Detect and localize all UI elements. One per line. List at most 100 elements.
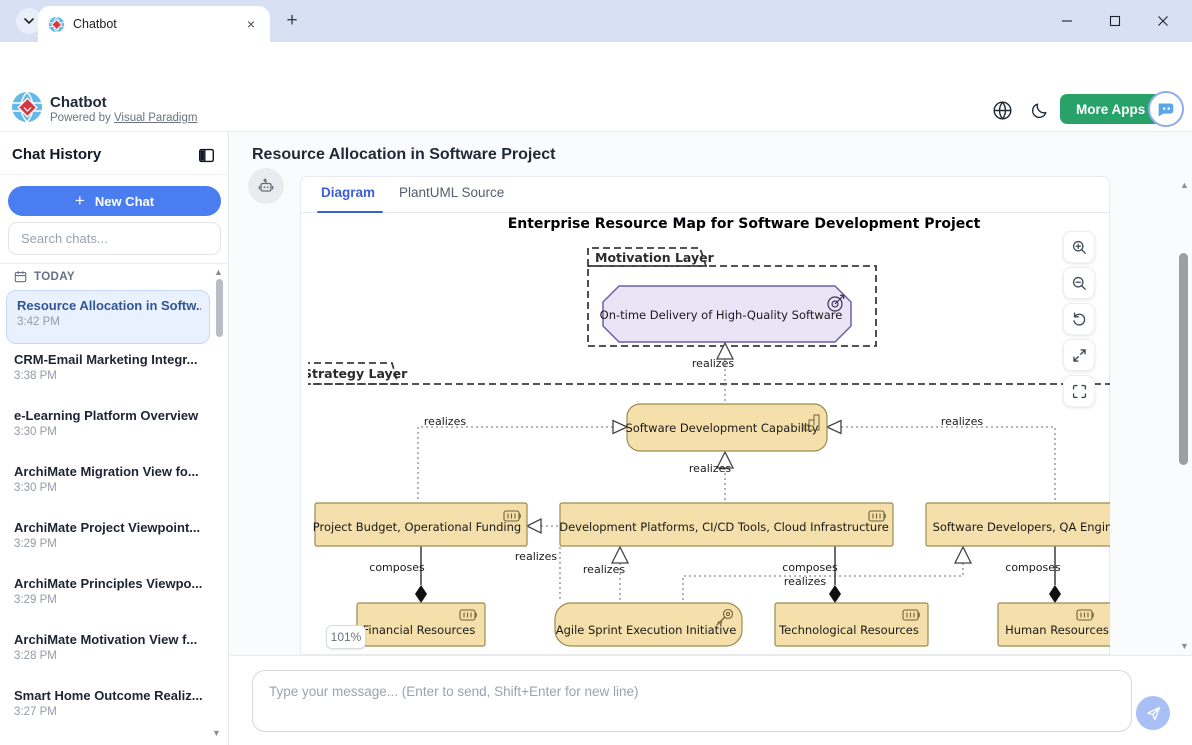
- edge-labels: realizes realizes realizes realizes real…: [369, 357, 1061, 588]
- window-minimize-button[interactable]: [1054, 8, 1080, 34]
- node-financial-resources: Financial Resources: [356, 602, 486, 647]
- sidebar-divider: [0, 174, 229, 175]
- chat-list-item[interactable]: ArchiMate Motivation View f... 3:28 PM: [0, 624, 214, 680]
- more-apps-button[interactable]: More Apps: [1060, 94, 1162, 124]
- browser-tab-chatbot[interactable]: Chatbot ×: [38, 6, 270, 42]
- main-scrollbar-thumb[interactable]: [1179, 253, 1188, 465]
- diagram-zoom-in-button[interactable]: [1063, 231, 1095, 263]
- chat-item-title: ArchiMate Principles Viewpo...: [14, 576, 203, 591]
- chatbot-avatar-icon[interactable]: [1148, 91, 1184, 127]
- chat-item-title: ArchiMate Motivation View f...: [14, 632, 198, 647]
- diagram-zoom-out-button[interactable]: [1063, 267, 1095, 299]
- sidebar-scroll-down-arrow[interactable]: ▼: [212, 728, 221, 738]
- edge-label-realizes: realizes: [583, 563, 625, 576]
- chat-item-time: 3:38 PM: [14, 370, 57, 382]
- node-project-budget: Project Budget, Operational Funding: [313, 502, 528, 547]
- diagram-title: Enterprise Resource Map for Software Dev…: [508, 216, 981, 232]
- diagram-tab-bar: Diagram PlantUML Source: [301, 177, 1109, 213]
- chat-list-item[interactable]: Smart Home Outcome Realiz... 3:27 PM: [0, 680, 214, 736]
- motivation-layer-label: Motivation Layer: [595, 250, 715, 265]
- chat-item-title: ArchiMate Migration View fo...: [14, 464, 199, 479]
- zoom-level-badge: 101%: [326, 625, 366, 649]
- chat-item-time: 3:28 PM: [14, 650, 57, 662]
- diagram-fullscreen-button[interactable]: [1063, 339, 1095, 371]
- chat-list-item[interactable]: Resource Allocation in Softw... 3:42 PM: [6, 290, 210, 344]
- powered-by-text: Powered by: [50, 112, 111, 124]
- diagram-card: Diagram PlantUML Source Enterprise Resou…: [300, 176, 1110, 655]
- goal-icon: [827, 294, 845, 312]
- chat-item-time: 3:42 PM: [17, 316, 60, 328]
- chat-list-item[interactable]: e-Learning Platform Overview 3:30 PM: [0, 400, 214, 456]
- edge-label-composes: composes: [782, 561, 838, 574]
- tab-close-icon[interactable]: ×: [246, 16, 256, 32]
- chat-item-title: ArchiMate Project Viewpoint...: [14, 520, 201, 535]
- chat-list-item[interactable]: ArchiMate Principles Viewpo... 3:29 PM: [0, 568, 214, 624]
- chat-list-item[interactable]: CRM-Email Marketing Integr... 3:38 PM: [0, 344, 214, 400]
- chat-item-time: 3:29 PM: [14, 594, 57, 606]
- chat-item-title: Resource Allocation in Softw...: [17, 298, 201, 313]
- sidebar-divider-2: [0, 263, 229, 264]
- node-human-resources: Human Resources: [997, 602, 1110, 647]
- new-chat-label: New Chat: [94, 193, 155, 209]
- edge-label-realizes: realizes: [689, 462, 731, 475]
- chat-list: Resource Allocation in Softw... 3:42 PM …: [0, 288, 214, 736]
- resource-icon: [459, 609, 477, 621]
- zoom-in-icon: [1072, 240, 1086, 254]
- visual-paradigm-logo: [12, 91, 42, 123]
- reset-rotate-icon: [1072, 311, 1085, 326]
- chat-item-time: 3:30 PM: [14, 482, 57, 494]
- group-strategy-layer: Strategy Layer: [308, 362, 1110, 385]
- composition-diamonds: [415, 585, 1061, 603]
- developers-label: Software Developers, QA Engine: [933, 520, 1110, 534]
- financial-label: Financial Resources: [363, 623, 476, 637]
- main-scroll-down-arrow[interactable]: ▼: [1180, 641, 1189, 651]
- group-motivation-layer: Motivation Layer: [587, 247, 877, 347]
- paper-plane-icon: [1146, 706, 1160, 720]
- human-label: Human Resources: [1005, 623, 1109, 637]
- window-close-button[interactable]: [1150, 8, 1176, 34]
- sidebar-title: Chat History: [12, 146, 102, 163]
- node-dev-platforms: Development Platforms, CI/CD Tools, Clou…: [559, 502, 894, 547]
- plus-icon: +: [74, 191, 85, 210]
- diagram-compose-edges: [420, 546, 1056, 585]
- chat-list-item[interactable]: ArchiMate Project Viewpoint... 3:29 PM: [0, 512, 214, 568]
- capability-label: Software Development Capability: [625, 421, 818, 435]
- app-title: Chatbot: [50, 94, 107, 111]
- tech-label: Technological Resources: [778, 623, 919, 637]
- diagram-canvas: Enterprise Resource Map for Software Dev…: [308, 216, 1110, 647]
- tab-plantuml-source[interactable]: PlantUML Source: [399, 185, 505, 200]
- chat-item-title: Smart Home Outcome Realiz...: [14, 688, 203, 703]
- visual-paradigm-link[interactable]: Visual Paradigm: [113, 112, 198, 124]
- zoom-out-icon: [1072, 276, 1086, 290]
- realization-arrowheads: [525, 341, 973, 564]
- expand-icon: [1072, 348, 1086, 362]
- sidebar-collapse-icon[interactable]: [196, 145, 216, 165]
- dark-mode-moon-icon[interactable]: [1027, 98, 1051, 122]
- edge-label-realizes: realizes: [424, 415, 466, 428]
- page-title: Resource Allocation in Software Project: [252, 146, 556, 163]
- new-tab-button[interactable]: +: [286, 10, 298, 31]
- tab-search-chevron-button[interactable]: [16, 8, 42, 34]
- archimate-diagram: Enterprise Resource Map for Software Dev…: [308, 213, 1110, 655]
- send-button[interactable]: [1136, 696, 1170, 730]
- edge-label-composes: composes: [1005, 561, 1061, 574]
- node-technological-resources: Technological Resources: [774, 602, 929, 647]
- main-scroll-up-arrow[interactable]: ▲: [1180, 180, 1189, 190]
- diagram-fit-button[interactable]: [1063, 375, 1095, 407]
- diagram-reset-button[interactable]: [1063, 303, 1095, 335]
- fit-frame-icon: [1072, 384, 1086, 398]
- new-chat-button[interactable]: + New Chat: [8, 186, 221, 216]
- window-maximize-button[interactable]: [1102, 8, 1128, 34]
- message-input[interactable]: [252, 670, 1132, 732]
- sidebar-scrollbar-thumb[interactable]: [216, 279, 223, 337]
- tab-diagram[interactable]: Diagram: [321, 185, 376, 200]
- chat-list-item[interactable]: ArchiMate Migration View fo... 3:30 PM: [0, 456, 214, 512]
- strategy-layer-label: Strategy Layer: [308, 366, 408, 381]
- budget-label: Project Budget, Operational Funding: [313, 520, 521, 534]
- language-globe-icon[interactable]: [990, 98, 1014, 122]
- message-composer: [230, 655, 1192, 745]
- sidebar-scroll-up-arrow[interactable]: ▲: [214, 267, 223, 277]
- chat-item-title: CRM-Email Marketing Integr...: [14, 352, 198, 367]
- active-tab-underline: [317, 211, 383, 213]
- search-chats-input[interactable]: [8, 222, 221, 255]
